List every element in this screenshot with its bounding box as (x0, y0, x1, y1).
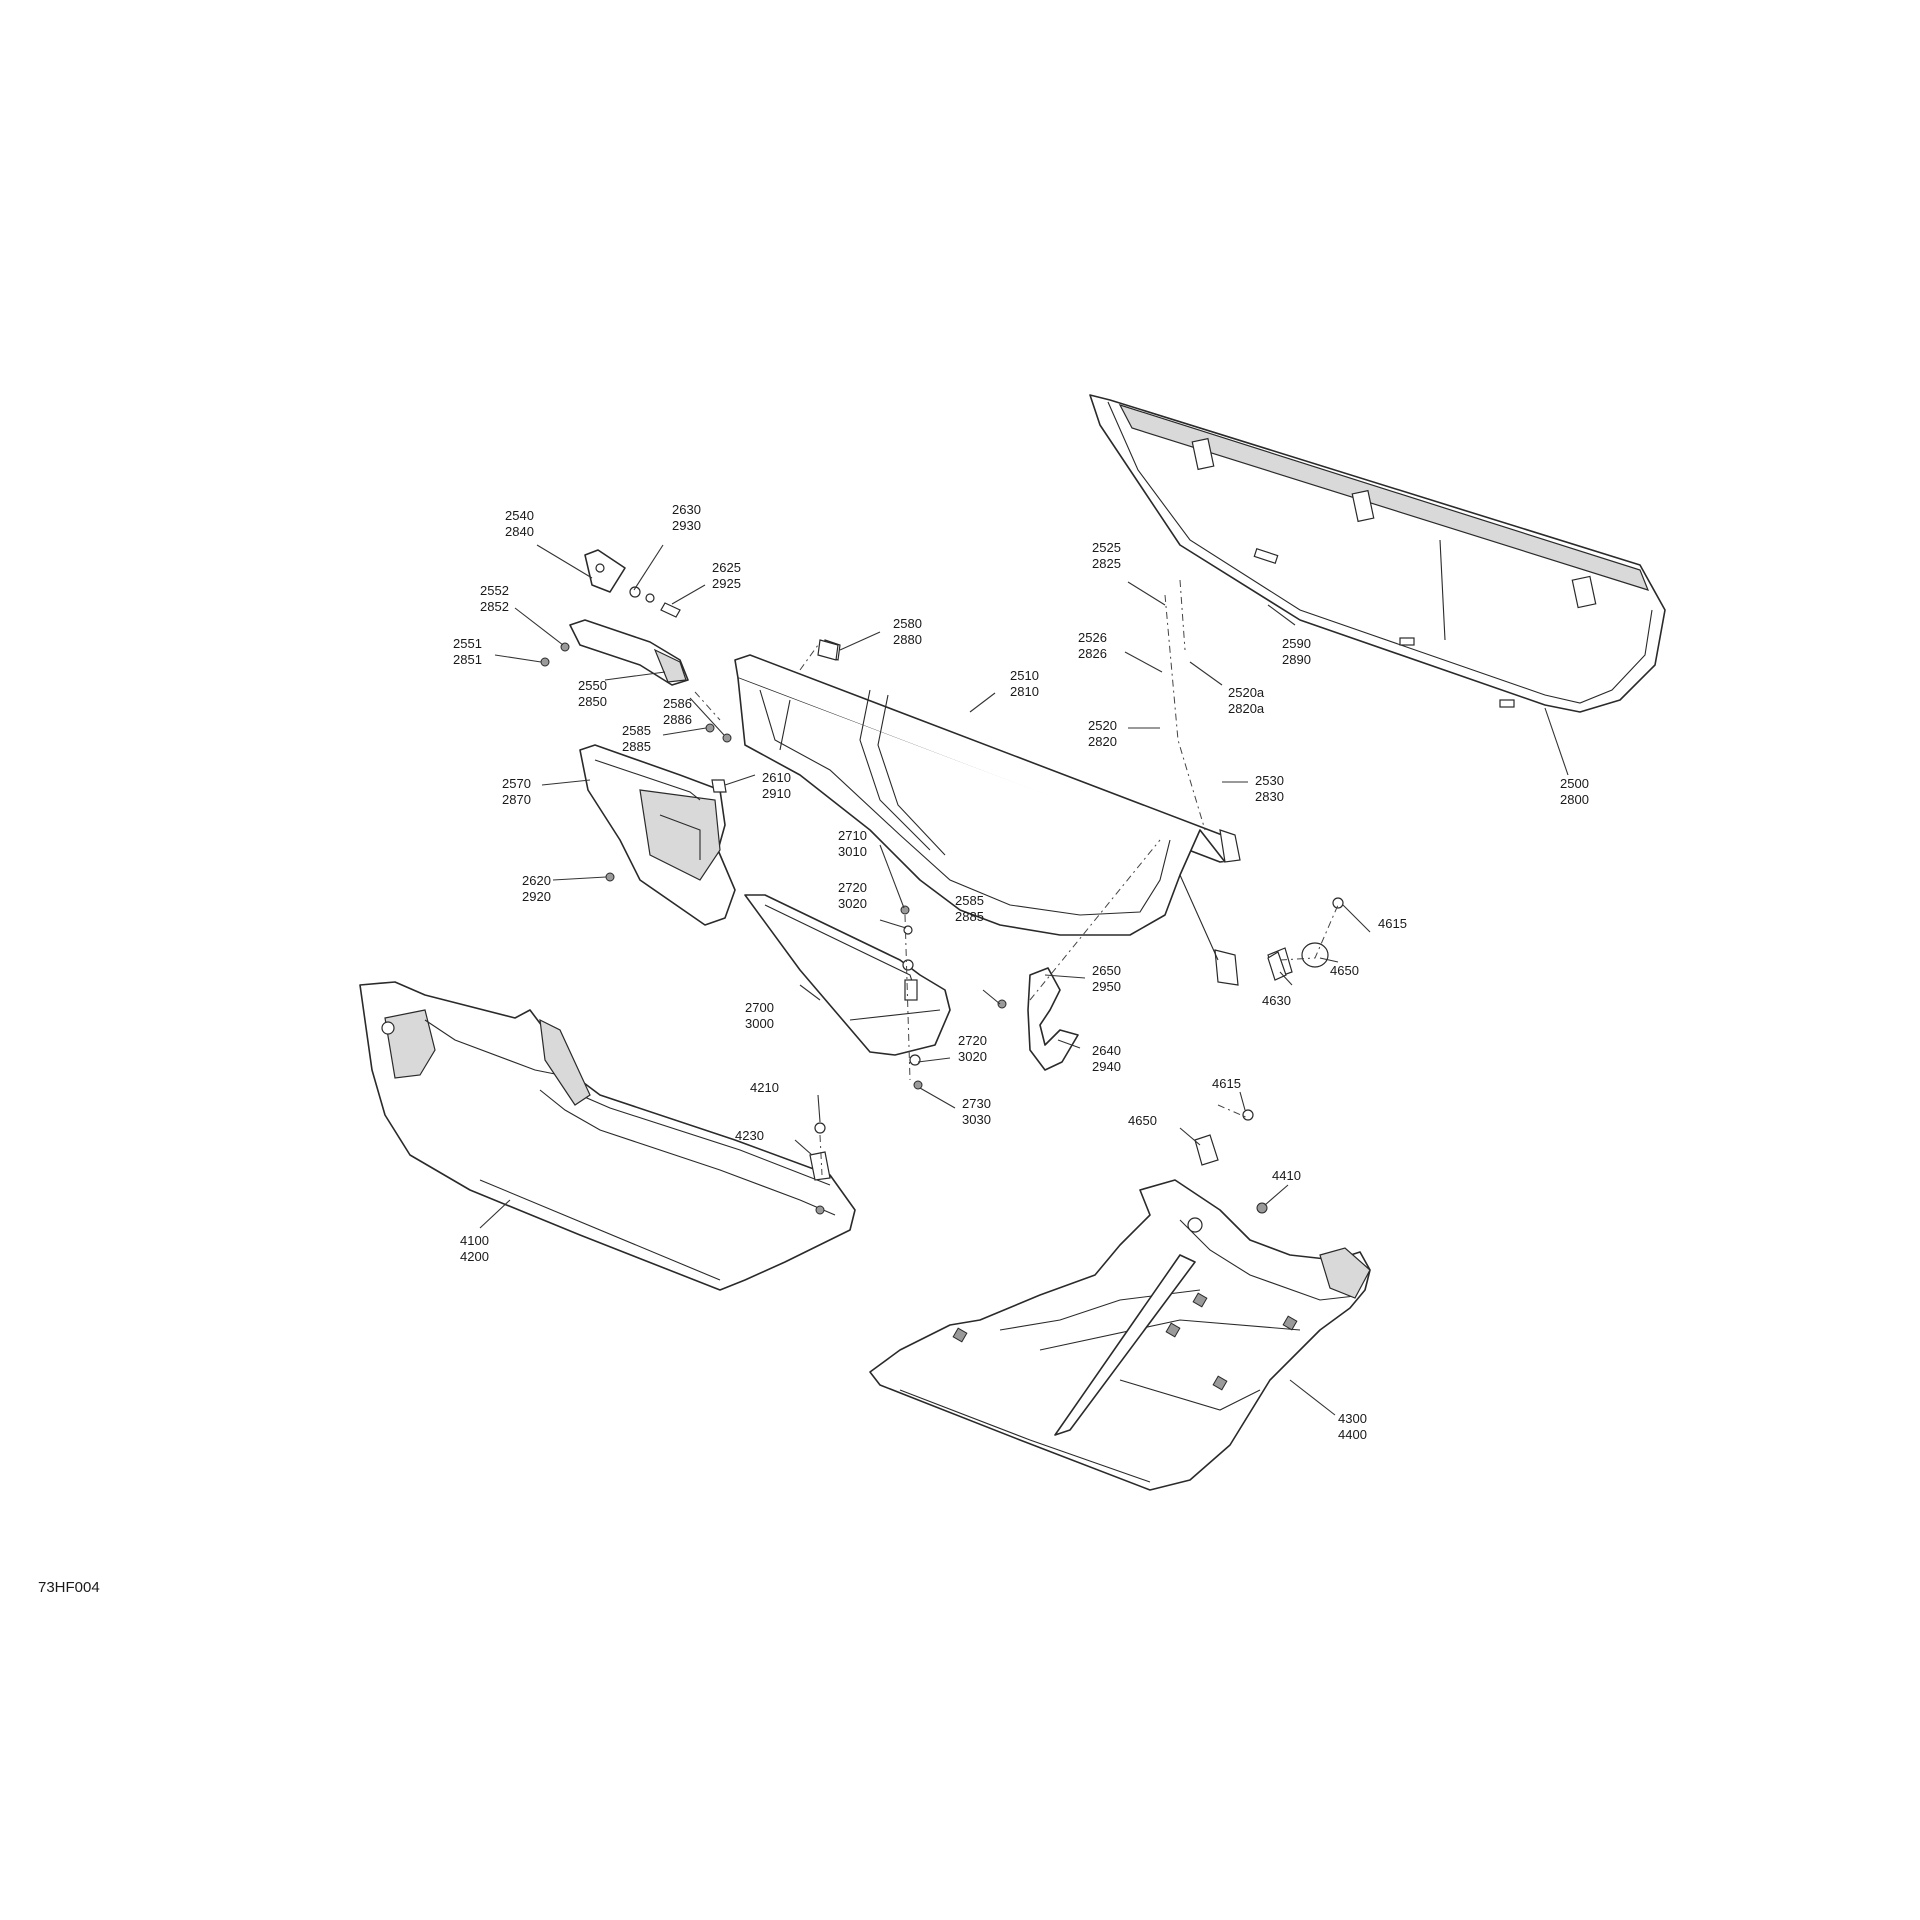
armrest-panel[interactable] (744, 894, 951, 1090)
lower-left-guard[interactable] (359, 981, 856, 1291)
leader-lines (479, 544, 1569, 1416)
door-handle[interactable] (997, 947, 1293, 1071)
callout-4630: 4630 (1262, 993, 1291, 1008)
callout-4615-lower: 4615 (1212, 1076, 1241, 1091)
callout-4650-upper: 4650 (1330, 963, 1359, 978)
callout-4230: 4230 (735, 1128, 764, 1143)
small-hardware-upper-left (540, 586, 839, 743)
inner-trim-panel[interactable] (579, 744, 736, 926)
door-frame[interactable] (734, 639, 1241, 986)
right-small-hardware (1194, 897, 1344, 1214)
assembly-lines (694, 579, 1339, 1176)
callout-4650-lower: 4650 (1128, 1113, 1157, 1128)
callout-4410: 4410 (1272, 1168, 1301, 1183)
diagram-reference-code: 73HF004 (38, 1579, 100, 1596)
callout-4210: 4210 (750, 1080, 779, 1095)
upper-door-panel[interactable] (1089, 394, 1666, 713)
callout-4615-upper: 4615 (1378, 916, 1407, 931)
lower-left-fasteners (809, 1122, 831, 1181)
lower-right-guard[interactable] (869, 1179, 1371, 1491)
latch-assembly[interactable] (569, 549, 689, 686)
